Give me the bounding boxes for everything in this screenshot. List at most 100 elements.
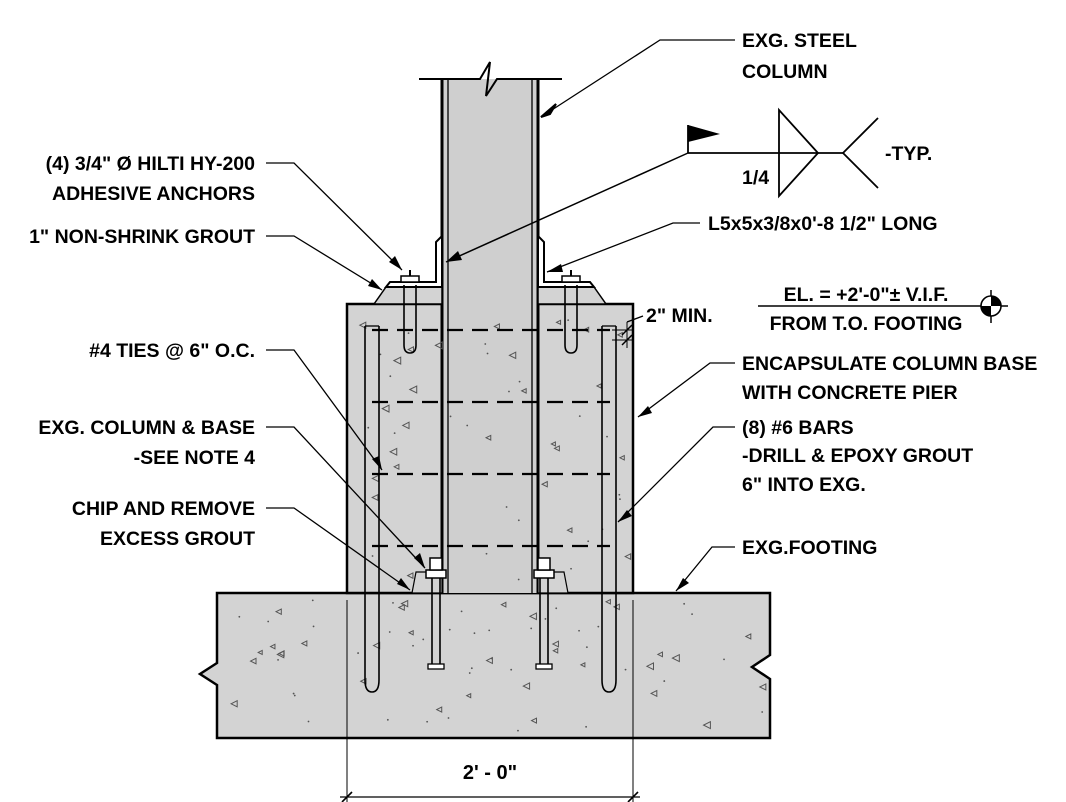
aggregate-mark xyxy=(566,527,573,534)
chip-label-1: CHIP AND REMOVE xyxy=(72,498,255,520)
width-dimension: 2' - 0" xyxy=(340,600,640,802)
aggregate-dot xyxy=(393,432,396,435)
elevation-callout: EL. = +2'-0"± V.I.F. FROM T.O. FOOTING xyxy=(758,284,1008,335)
callout-anchors: (4) 3/4" Ø HILTI HY-200 ADHESIVE ANCHORS xyxy=(46,153,403,271)
elevation-top-text: EL. = +2'-0"± V.I.F. xyxy=(784,284,949,306)
aggregate-mark xyxy=(359,677,367,685)
aggregate-dot xyxy=(597,625,600,628)
chip-label-2: EXCESS GROUT xyxy=(100,528,255,550)
aggregate-dot xyxy=(388,631,391,633)
callout-ties: #4 TIES @ 6" O.C. xyxy=(89,340,383,471)
bars-label-1: (8) #6 BARS xyxy=(742,417,854,439)
aggregate-dot xyxy=(277,658,279,661)
aggregate-dot xyxy=(448,628,451,631)
aggregate-mark xyxy=(249,657,257,665)
aggregate-mark xyxy=(392,356,402,365)
aggregate-dot xyxy=(663,680,666,682)
aggregate-mark xyxy=(520,387,527,394)
aggregate-mark xyxy=(540,480,548,488)
aggregate-dot xyxy=(311,599,314,602)
aggregate-dot xyxy=(517,729,519,732)
aggregate-dot xyxy=(473,632,476,635)
aggregate-mark xyxy=(276,650,285,659)
aggregate-dot xyxy=(578,629,580,632)
width-dimension-text: 2' - 0" xyxy=(463,762,517,784)
aggregate-dot xyxy=(578,415,581,418)
aggregate-mark xyxy=(528,612,537,621)
aggregate-mark xyxy=(397,603,405,612)
steel-angles xyxy=(372,233,608,305)
aggregate-dot xyxy=(292,692,295,695)
aggregate-dot xyxy=(691,613,693,616)
aggregate-mark xyxy=(618,454,625,461)
weld-note: -TYP. xyxy=(885,143,932,165)
min-cover-dimension: 2" MIN. xyxy=(612,305,713,348)
aggregate-dot xyxy=(371,555,374,557)
aggregate-dot xyxy=(238,615,241,618)
concrete-aggregate-hatch xyxy=(229,319,767,732)
aggregate-mark xyxy=(435,706,443,713)
aggregate-mark xyxy=(407,346,414,354)
aggregate-dot xyxy=(585,646,588,649)
callout-steel-column: EXG. STEEL COLUMN xyxy=(540,30,857,118)
column-base-label-1: EXG. COLUMN & BASE xyxy=(38,417,255,439)
aggregate-dot xyxy=(449,415,452,418)
aggregate-mark xyxy=(371,493,379,502)
aggregate-dot xyxy=(412,644,414,647)
callout-grout: 1" NON-SHRINK GROUT xyxy=(29,226,383,291)
field-weld-flag-icon xyxy=(688,125,720,142)
base-anchor-bolts xyxy=(411,557,569,670)
aggregate-mark xyxy=(465,692,472,699)
fillet-weld-icon xyxy=(778,107,820,199)
aggregate-dot xyxy=(490,657,493,660)
aggregate-mark xyxy=(624,552,632,561)
aggregate-mark xyxy=(508,351,517,360)
aggregate-dot xyxy=(683,602,686,605)
aggregate-mark xyxy=(393,463,400,470)
aggregate-dot xyxy=(555,607,558,610)
aggregate-dot xyxy=(426,720,429,723)
aggregate-mark xyxy=(553,445,560,452)
aggregate-dot xyxy=(585,725,588,728)
elevation-target-icon xyxy=(975,290,1008,323)
grout-label: 1" NON-SHRINK GROUT xyxy=(29,226,255,248)
encapsulate-label-2: WITH CONCRETE PIER xyxy=(742,382,958,404)
aggregate-dot xyxy=(518,380,521,383)
aggregate-dot xyxy=(624,668,627,671)
elevation-bottom-text: FROM T.O. FOOTING xyxy=(770,313,963,335)
aggregate-dot xyxy=(267,620,270,623)
aggregate-mark xyxy=(407,629,414,636)
aggregate-mark xyxy=(434,341,443,350)
aggregate-dot xyxy=(293,694,296,697)
aggregate-dot xyxy=(407,332,410,335)
aggregate-dot xyxy=(517,519,520,522)
pier-ties xyxy=(372,328,610,548)
angle-label: L5x5x3/8x0'-8 1/2" LONG xyxy=(708,213,938,235)
bars-label-2: -DRILL & EPOXY GROUT xyxy=(742,445,973,467)
aggregate-dot xyxy=(357,652,359,654)
aggregate-dot xyxy=(508,390,510,393)
aggregate-dot xyxy=(505,506,508,508)
aggregate-mark xyxy=(656,651,663,658)
aggregate-dot xyxy=(488,629,491,632)
aggregate-dot xyxy=(619,498,621,501)
aggregate-dot xyxy=(307,720,310,723)
bars-label-3: 6" INTO EXG. xyxy=(742,474,866,496)
aggregate-dot xyxy=(723,658,725,661)
aggregate-dot xyxy=(379,353,382,356)
aggregate-mark xyxy=(388,447,398,456)
aggregate-mark xyxy=(485,656,493,665)
steel-column xyxy=(419,61,562,593)
aggregate-dot xyxy=(606,435,608,438)
aggregate-dot xyxy=(618,493,621,496)
aggregate-mark xyxy=(744,633,752,640)
aggregate-dot xyxy=(510,668,513,671)
aggregate-dot xyxy=(367,426,370,429)
aggregate-dot xyxy=(517,578,520,581)
aggregate-dot xyxy=(466,424,469,427)
ties-label: #4 TIES @ 6" O.C. xyxy=(89,340,255,362)
vertical-rebars xyxy=(364,325,617,693)
aggregate-mark xyxy=(406,572,414,580)
aggregate-mark xyxy=(257,649,263,656)
